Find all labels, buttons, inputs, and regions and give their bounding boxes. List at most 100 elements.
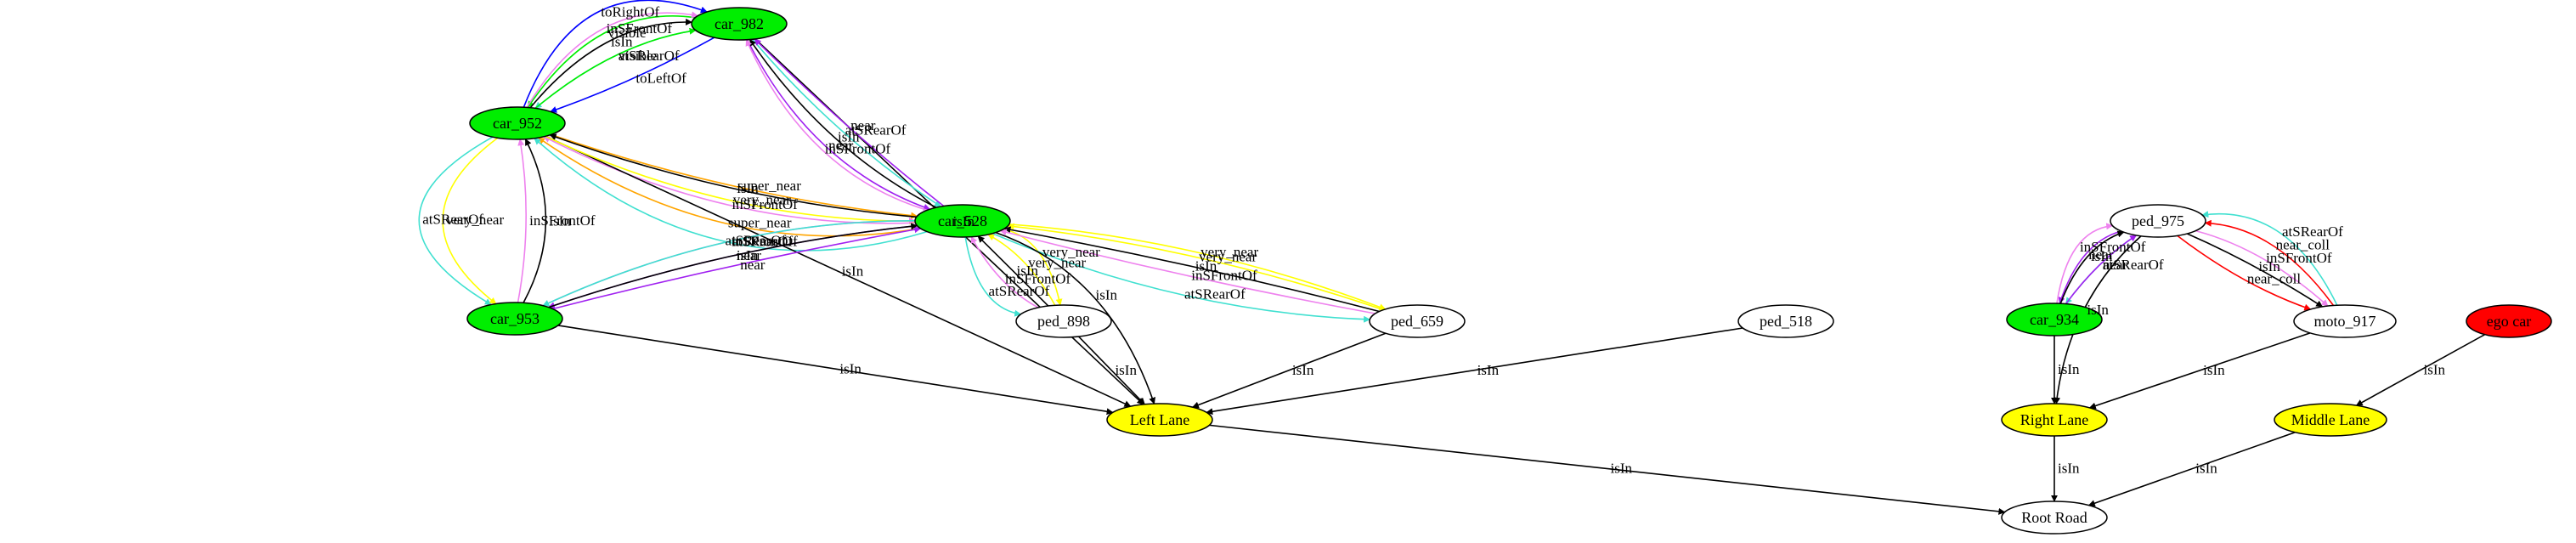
- node-ellipse: [914, 204, 1011, 238]
- edge-car_952-very_near-car_953: [442, 137, 499, 305]
- edge-car_528-inSFrontOf-car_952: [543, 136, 916, 224]
- edge-label: near: [740, 257, 765, 273]
- edge-label: inSFrontOf: [1191, 268, 1257, 284]
- edge-car_953-inSFrontOf-car_952: [517, 139, 527, 303]
- edge-car_528-isIn-car_982: [749, 38, 937, 208]
- node-car-982: car_982: [691, 7, 788, 41]
- node-root-road: Root Road: [2001, 501, 2108, 535]
- edge-label: visible: [607, 25, 646, 41]
- node-moto-917: moto_917: [2293, 304, 2397, 338]
- node-ped-898: ped_898: [1015, 304, 1112, 338]
- edge-label: isIn: [2203, 362, 2225, 378]
- node-ped-518: ped_518: [1737, 304, 1834, 338]
- edge-label: atSRearOf: [619, 48, 680, 64]
- edge-label: isIn: [2424, 362, 2446, 378]
- edge-ped_518-isIn-left_lane: [1206, 327, 1743, 416]
- node-ellipse: [2001, 501, 2108, 535]
- edge-label: atSRearOf: [732, 233, 793, 249]
- node-label: car_528: [938, 212, 987, 229]
- edge-car_952-isIn-left_lane: [545, 135, 1132, 407]
- edge-ped_659-isIn-car_528: [1003, 226, 1380, 313]
- edge-label: very_near: [1200, 244, 1258, 260]
- edge-label: near: [850, 117, 876, 133]
- node-label: Root Road: [2021, 509, 2087, 526]
- edge-label: isIn: [842, 263, 864, 279]
- edge-car_528-very_near-ped_659: [1008, 223, 1387, 311]
- edge-car_528-isIn-left_lane: [995, 231, 1156, 404]
- node-label: Right Lane: [2020, 411, 2088, 428]
- edge-label: very_near: [733, 192, 791, 208]
- edge-label: isIn: [1292, 362, 1314, 378]
- edges-layer: [418, 0, 2486, 515]
- node-ellipse: [2293, 304, 2397, 338]
- edge-car_982-atSRearOf-car_528: [751, 38, 941, 207]
- node-car-934: car_934: [2006, 303, 2103, 337]
- edge-label: isIn: [2091, 248, 2113, 264]
- node-car-952: car_952: [469, 106, 566, 140]
- node-label: car_934: [2030, 311, 2079, 328]
- edge-car_952-inSFrontOf-car_982: [526, 11, 698, 108]
- edge-ped_659-isIn-left_lane: [1191, 332, 1387, 409]
- edge-label: inSFrontOf: [825, 141, 891, 157]
- edge-label: isIn: [1195, 257, 1217, 274]
- edge-moto_917-atSRearOf-ped_975: [2201, 211, 2338, 306]
- edge-car_953-isIn-left_lane: [557, 325, 1114, 416]
- edge-ped_975-inSFrontOf-moto_917: [2195, 229, 2329, 307]
- edge-ped_898-very_near-car_528: [987, 234, 1056, 306]
- node-ellipse: [2006, 303, 2103, 337]
- node-ellipse: [2466, 304, 2552, 338]
- edge-label: isIn: [549, 212, 571, 229]
- edge-car_528-super_near-car_952: [537, 137, 921, 237]
- edge-label: isIn: [1096, 287, 1118, 303]
- edge-car_952-isIn-car_982: [529, 18, 693, 109]
- edge-label: very_near: [1199, 248, 1257, 264]
- edge-car_953-isIn-car_528: [548, 223, 918, 308]
- edge-ego_car-isIn-middle_lane: [2355, 333, 2486, 406]
- edge-car_953-isIn-car_952: [523, 139, 547, 303]
- node-label: Middle Lane: [2291, 411, 2370, 428]
- node-ellipse: [1369, 304, 1466, 338]
- edge-car_982-toLeftOf-car_952: [550, 37, 715, 113]
- edge-car_952-visible-car_982: [534, 27, 697, 110]
- edge-ped_659-very_near-car_528: [1007, 223, 1384, 311]
- edge-ped_659-inSFrontOf-car_528: [999, 229, 1376, 314]
- edge-label: isIn: [2058, 361, 2080, 377]
- edge-label: isIn: [611, 34, 633, 50]
- edge-label: isIn: [839, 360, 861, 376]
- edge-car_528-near-car_982: [754, 38, 945, 207]
- edge-label: atSRearOf: [725, 232, 786, 248]
- nodes-layer: car_982 car_952 car_528 car_953 ped_898 ped_6…: [466, 7, 2552, 535]
- node-ellipse: [1106, 403, 1213, 437]
- edge-label: near: [2088, 246, 2114, 263]
- node-label: ped_975: [2132, 212, 2184, 229]
- edge-car_528-isIn-car_952: [549, 133, 917, 218]
- edge-label: inSFrontOf: [732, 196, 798, 212]
- edge-label: isIn: [1017, 263, 1039, 279]
- edge-car_952-toRightOf-car_982: [523, 0, 708, 108]
- edge-label: atSRearOf: [2103, 257, 2164, 273]
- node-ped-659: ped_659: [1369, 304, 1466, 338]
- node-label: ego car: [2487, 313, 2531, 330]
- edge-car_528-atSRearOf-ped_898: [964, 236, 1022, 317]
- edge-label: visible: [619, 48, 657, 64]
- edge-label: isIn: [952, 213, 974, 229]
- edge-label: super_near: [728, 215, 792, 231]
- node-ellipse: [1015, 304, 1112, 338]
- node-label: ped_898: [1037, 313, 1090, 330]
- node-label: car_953: [490, 310, 539, 327]
- node-ellipse: [2274, 403, 2387, 437]
- edge-car_952-super_near-car_528: [551, 133, 918, 219]
- node-label: ped_518: [1760, 313, 1812, 330]
- node-ped-975: ped_975: [2110, 204, 2206, 238]
- node-right-lane: Right Lane: [2001, 403, 2108, 437]
- edge-car_982-visible-car_952: [527, 14, 696, 109]
- edge-label: isIn: [838, 129, 860, 145]
- edge-label: isIn: [2258, 258, 2280, 274]
- node-ellipse: [691, 7, 788, 41]
- edge-ped_975-near-car_934: [2058, 230, 2121, 304]
- edge-label: inSFrontOf: [2080, 239, 2146, 255]
- edge-car_528-atSRearOf-ped_659: [991, 233, 1371, 323]
- node-label: car_982: [715, 15, 764, 32]
- edge-label: very_near: [1042, 244, 1100, 260]
- edge-label: near_coll: [2276, 237, 2330, 253]
